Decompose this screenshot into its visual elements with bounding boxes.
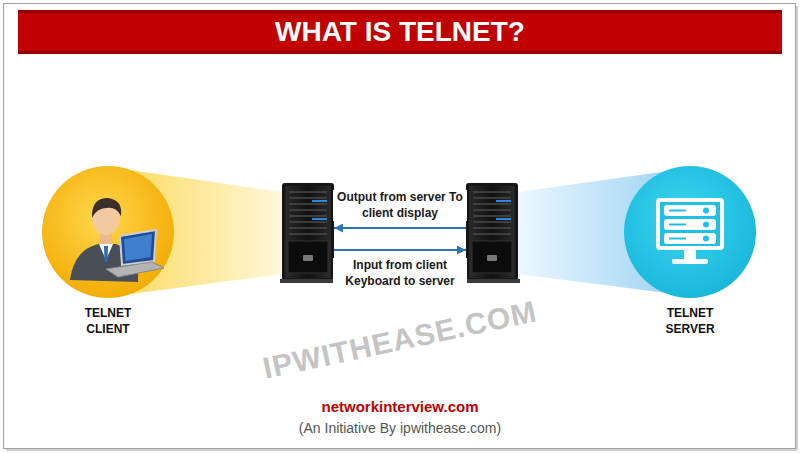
server-symbol-part xyxy=(660,202,720,246)
server-tower-part xyxy=(496,200,511,202)
server-tower-part xyxy=(472,241,512,273)
server-tower-part xyxy=(289,203,327,205)
server-symbol-part xyxy=(664,205,716,216)
flow-label: Input from client Keyboard to server xyxy=(333,258,467,289)
outer-frame xyxy=(4,4,796,449)
server-tower-part xyxy=(289,197,327,199)
server-tower-part xyxy=(473,221,511,223)
server-tower-part xyxy=(466,183,518,282)
user-figure-part xyxy=(104,246,108,262)
server-tower-part xyxy=(285,186,331,278)
server-symbol-part xyxy=(684,250,696,260)
server-tower-part xyxy=(312,218,327,220)
user-figure-part xyxy=(92,198,121,218)
server-tower-part xyxy=(303,255,313,261)
frame-shadow xyxy=(796,6,798,450)
client-node: TELNET CLIENT xyxy=(36,150,334,350)
server-tower-part xyxy=(496,218,511,220)
user-figure xyxy=(70,198,164,282)
title-banner: WHAT IS TELNET? xyxy=(18,10,782,54)
node-label: TELNET CLIENT xyxy=(73,306,143,337)
server-tower-part xyxy=(473,215,511,217)
server-disc xyxy=(624,166,756,298)
server-symbol-part xyxy=(703,222,709,228)
node-label: TELNET SERVER xyxy=(655,306,725,337)
server-symbol-part xyxy=(669,224,686,226)
server-tower-part xyxy=(487,255,497,261)
server-symbol-part xyxy=(656,198,724,250)
server-tower-part xyxy=(473,191,511,193)
server-tower-part xyxy=(473,203,511,205)
server-tower-part xyxy=(289,227,327,229)
server-tower-part xyxy=(464,279,520,283)
server-symbol-part xyxy=(664,233,716,244)
title: WHAT IS TELNET? xyxy=(18,13,782,51)
user-figure-part xyxy=(124,234,152,261)
server-symbol-part xyxy=(672,259,708,264)
server-symbol xyxy=(656,198,724,264)
server-tower xyxy=(280,183,336,283)
server-tower-part xyxy=(289,209,327,211)
node-illustration xyxy=(36,150,334,350)
server-symbol-part xyxy=(669,210,686,212)
credit-note: (An Initiative By ipwithease.com) xyxy=(299,420,501,436)
server-symbol-part xyxy=(703,236,709,242)
server-tower-part xyxy=(282,183,334,282)
server-tower-part xyxy=(289,233,327,235)
data-flow-arrow xyxy=(334,249,466,251)
server-tower-part xyxy=(469,186,515,278)
user-figure-part xyxy=(120,230,156,265)
server-tower-part xyxy=(312,200,327,202)
server-tower-part xyxy=(473,197,511,199)
server-symbol-part xyxy=(669,238,686,240)
site-name: networkinterview.com xyxy=(322,398,479,415)
server-symbol-part xyxy=(664,219,716,230)
server-tower-part xyxy=(473,209,511,211)
data-flow-arrow xyxy=(334,227,466,229)
user-figure-part xyxy=(106,262,164,277)
frame-shadow xyxy=(6,449,797,451)
server-symbol-part xyxy=(703,208,709,214)
flow-label: Output from server To client display xyxy=(333,190,467,221)
client-disc xyxy=(42,166,174,298)
server-tower-part xyxy=(289,191,327,193)
server-tower-part xyxy=(280,279,336,283)
server-tower-part xyxy=(289,215,327,217)
server-tower-part xyxy=(473,233,511,235)
server-tower xyxy=(464,183,520,283)
server-tower-part xyxy=(288,241,328,273)
server-tower-part xyxy=(473,227,511,229)
server-tower-part xyxy=(289,221,327,223)
